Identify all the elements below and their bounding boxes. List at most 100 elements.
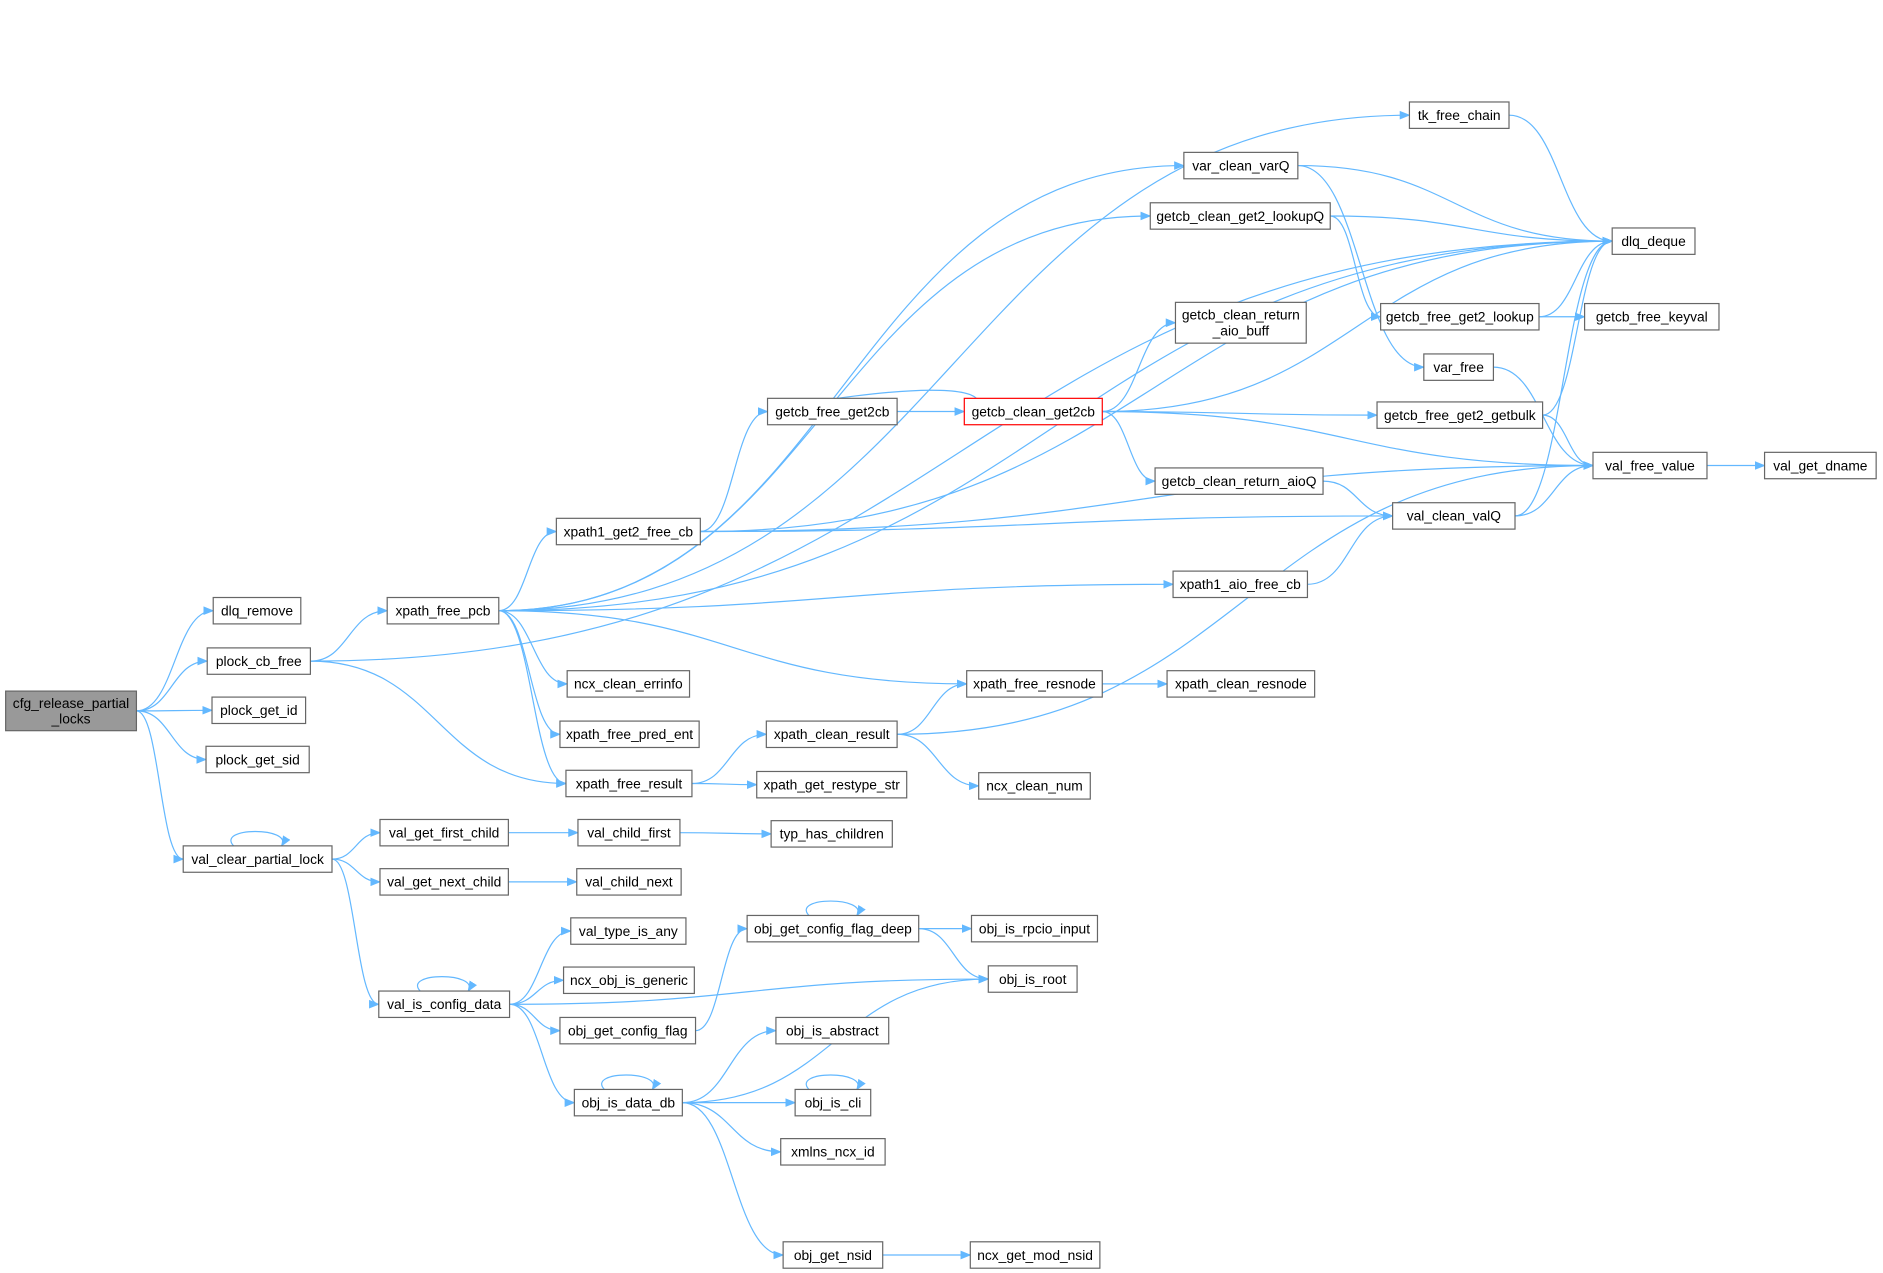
- node-val_get_dname[interactable]: val_get_dname: [1763, 451, 1877, 480]
- node-label: val_get_dname: [1773, 458, 1868, 473]
- node-dlq_deque[interactable]: dlq_deque: [1611, 227, 1696, 255]
- node-val_type_is_any[interactable]: val_type_is_any: [570, 917, 687, 945]
- node-ncx_clean_errinfo[interactable]: ncx_clean_errinfo: [566, 670, 691, 698]
- node-xpath_clean_resnode[interactable]: xpath_clean_resnode: [1166, 670, 1316, 698]
- node-xpath_get_restype_str[interactable]: xpath_get_restype_str: [756, 770, 908, 799]
- node-typ_has_children[interactable]: typ_has_children: [770, 820, 893, 848]
- node-plock_get_id[interactable]: plock_get_id: [211, 696, 307, 725]
- node-getcb_free_get2_getbulk[interactable]: getcb_free_get2_getbulk: [1376, 401, 1544, 429]
- node-obj_get_config_flag_deep[interactable]: obj_get_config_flag_deep: [746, 914, 920, 943]
- node-box: [970, 914, 1099, 943]
- node-getcb_free_get2cb[interactable]: getcb_free_get2cb: [766, 397, 898, 426]
- node-dlq_remove[interactable]: dlq_remove: [212, 596, 302, 625]
- edge-xpath_free_pcb-to-dlq_deque: [498, 236, 1614, 612]
- node-label: getcb_clean_get2_lookupQ: [1156, 209, 1324, 224]
- node-xmlns_ncx_id[interactable]: xmlns_ncx_id: [780, 1138, 886, 1166]
- node-label: ncx_clean_num: [986, 779, 1083, 794]
- node-box: [746, 914, 920, 943]
- node-obj_is_cli[interactable]: obj_is_cli: [794, 1088, 872, 1117]
- node-label: dlq_remove: [221, 604, 293, 619]
- node-obj_is_root[interactable]: obj_is_root: [987, 965, 1078, 993]
- node-ncx_get_mod_nsid[interactable]: ncx_get_mod_nsid: [969, 1241, 1101, 1269]
- node-box: [555, 517, 701, 546]
- edge-val_clear_partial_lock-to-val_get_first_child: [331, 828, 382, 860]
- node-label: obj_get_nsid: [794, 1248, 872, 1263]
- node-box: [205, 745, 310, 774]
- node-label: val_get_next_child: [387, 875, 501, 890]
- edge-getcb_clean_get2_lookupQ-to-getcb_free_get2_lookup: [1330, 215, 1382, 322]
- node-xpath1_aio_free_cb[interactable]: xpath1_aio_free_cb: [1172, 570, 1309, 599]
- node-getcb_clean_return_aio_buff[interactable]: getcb_clean_return_aio_buff: [1174, 301, 1307, 344]
- node-xpath_free_pcb[interactable]: xpath_free_pcb: [386, 596, 500, 625]
- node-getcb_clean_get2cb[interactable]: getcb_clean_get2cb: [963, 397, 1103, 426]
- node-val_get_first_child[interactable]: val_get_first_child: [379, 818, 509, 847]
- node-val_get_next_child[interactable]: val_get_next_child: [379, 868, 509, 896]
- node-xpath_free_resnode[interactable]: xpath_free_resnode: [966, 670, 1103, 698]
- node-label: getcb_clean_return: [1182, 308, 1300, 323]
- node-var_clean_varQ[interactable]: var_clean_varQ: [1183, 151, 1299, 180]
- node-val_is_config_data[interactable]: val_is_config_data: [378, 990, 511, 1019]
- edge-cfg-to-plock_get_id: [136, 705, 214, 715]
- edge-xpath_clean_result-to-ncx_clean_num: [897, 733, 980, 791]
- node-box: [182, 845, 333, 873]
- edge-xpath_free_pcb-to-tk_free_chain: [498, 110, 1411, 612]
- node-val_child_next[interactable]: val_child_next: [576, 868, 682, 896]
- node-label: plock_get_id: [220, 703, 297, 718]
- edge-plock_cb_free-to-xpath_free_pcb: [310, 606, 389, 662]
- edge-obj_get_config_flag_deep-to-obj_is_root: [918, 928, 990, 984]
- edge-val_is_config_data-to-obj_is_root: [509, 974, 990, 1005]
- node-var_free[interactable]: var_free: [1423, 353, 1495, 381]
- node-ncx_clean_num[interactable]: ncx_clean_num: [978, 772, 1091, 800]
- node-getcb_free_get2_lookup[interactable]: getcb_free_get2_lookup: [1380, 302, 1540, 331]
- edge-obj_is_data_db-to-obj_is_data_db: [601, 1074, 662, 1091]
- edge-xpath_free_pcb-to-xpath_free_pred_ent: [498, 610, 562, 739]
- node-xpath_clean_result[interactable]: xpath_clean_result: [765, 720, 898, 749]
- node-box: [978, 772, 1091, 800]
- node-xpath_free_result[interactable]: xpath_free_result: [565, 769, 693, 798]
- node-label: getcb_free_get2_getbulk: [1384, 408, 1536, 423]
- node-label: getcb_clean_return_aioQ: [1162, 474, 1317, 489]
- edge-xpath_free_pcb-to-xpath_free_result: [498, 610, 568, 788]
- node-obj_is_rpcio_input[interactable]: obj_is_rpcio_input: [970, 914, 1099, 943]
- node-obj_get_nsid[interactable]: obj_get_nsid: [782, 1241, 884, 1269]
- node-val_free_value[interactable]: val_free_value: [1592, 451, 1708, 480]
- node-label: val_child_next: [585, 875, 673, 890]
- node-box: [1392, 502, 1516, 530]
- node-plock_cb_free[interactable]: plock_cb_free: [206, 647, 311, 675]
- edge-xpath1_get2_free_cb-to-dlq_deque: [700, 236, 1614, 533]
- node-xpath1_get2_free_cb[interactable]: xpath1_get2_free_cb: [555, 517, 701, 546]
- node-label: obj_is_cli: [805, 1095, 862, 1110]
- node-obj_is_abstract[interactable]: obj_is_abstract: [775, 1016, 890, 1045]
- edge-cfg-to-plock_cb_free: [136, 656, 209, 712]
- edge-plock_cb_free-to-xpath_free_result: [310, 660, 568, 788]
- node-val_child_first[interactable]: val_child_first: [577, 818, 681, 847]
- node-obj_get_config_flag[interactable]: obj_get_config_flag: [559, 1016, 697, 1045]
- node-getcb_clean_get2_lookupQ[interactable]: getcb_clean_get2_lookupQ: [1149, 202, 1331, 230]
- edge-cfg-to-val_clear_partial_lock: [136, 710, 185, 864]
- node-xpath_free_pred_ent[interactable]: xpath_free_pred_ent: [559, 720, 700, 749]
- node-getcb_clean_return_aioQ[interactable]: getcb_clean_return_aioQ: [1154, 467, 1324, 495]
- node-box: [966, 670, 1103, 698]
- node-box: [379, 818, 509, 847]
- node-ncx_obj_is_generic[interactable]: ncx_obj_is_generic: [562, 966, 695, 995]
- node-label: dlq_deque: [1621, 234, 1686, 249]
- node-val_clear_partial_lock[interactable]: val_clear_partial_lock: [182, 845, 333, 873]
- node-label: val_clear_partial_lock: [191, 852, 324, 867]
- edge-getcb_clean_get2cb-to-val_free_value: [1102, 410, 1595, 470]
- node-box: [211, 696, 307, 725]
- edge-xpath_free_result-to-xpath_get_restype_str: [691, 780, 758, 789]
- node-tk_free_chain[interactable]: tk_free_chain: [1408, 101, 1510, 129]
- node-obj_is_data_db[interactable]: obj_is_data_db: [573, 1088, 683, 1117]
- node-val_clean_valQ[interactable]: val_clean_valQ: [1392, 502, 1516, 530]
- node-plock_get_sid[interactable]: plock_get_sid: [205, 745, 310, 774]
- node-box: [1611, 227, 1696, 255]
- edge-getcb_clean_get2cb-to-dlq_deque: [1102, 236, 1614, 413]
- node-box: [794, 1088, 872, 1117]
- edge-cfg-to-dlq_remove: [136, 606, 215, 712]
- node-box: [1154, 467, 1324, 495]
- node-getcb_free_keyval[interactable]: getcb_free_keyval: [1583, 302, 1720, 331]
- node-cfg[interactable]: cfg_release_partial_locks: [5, 690, 138, 732]
- edges-layer: [136, 110, 1766, 1260]
- edge-obj_is_data_db-to-obj_is_abstract: [682, 1026, 778, 1104]
- node-box: [386, 596, 500, 625]
